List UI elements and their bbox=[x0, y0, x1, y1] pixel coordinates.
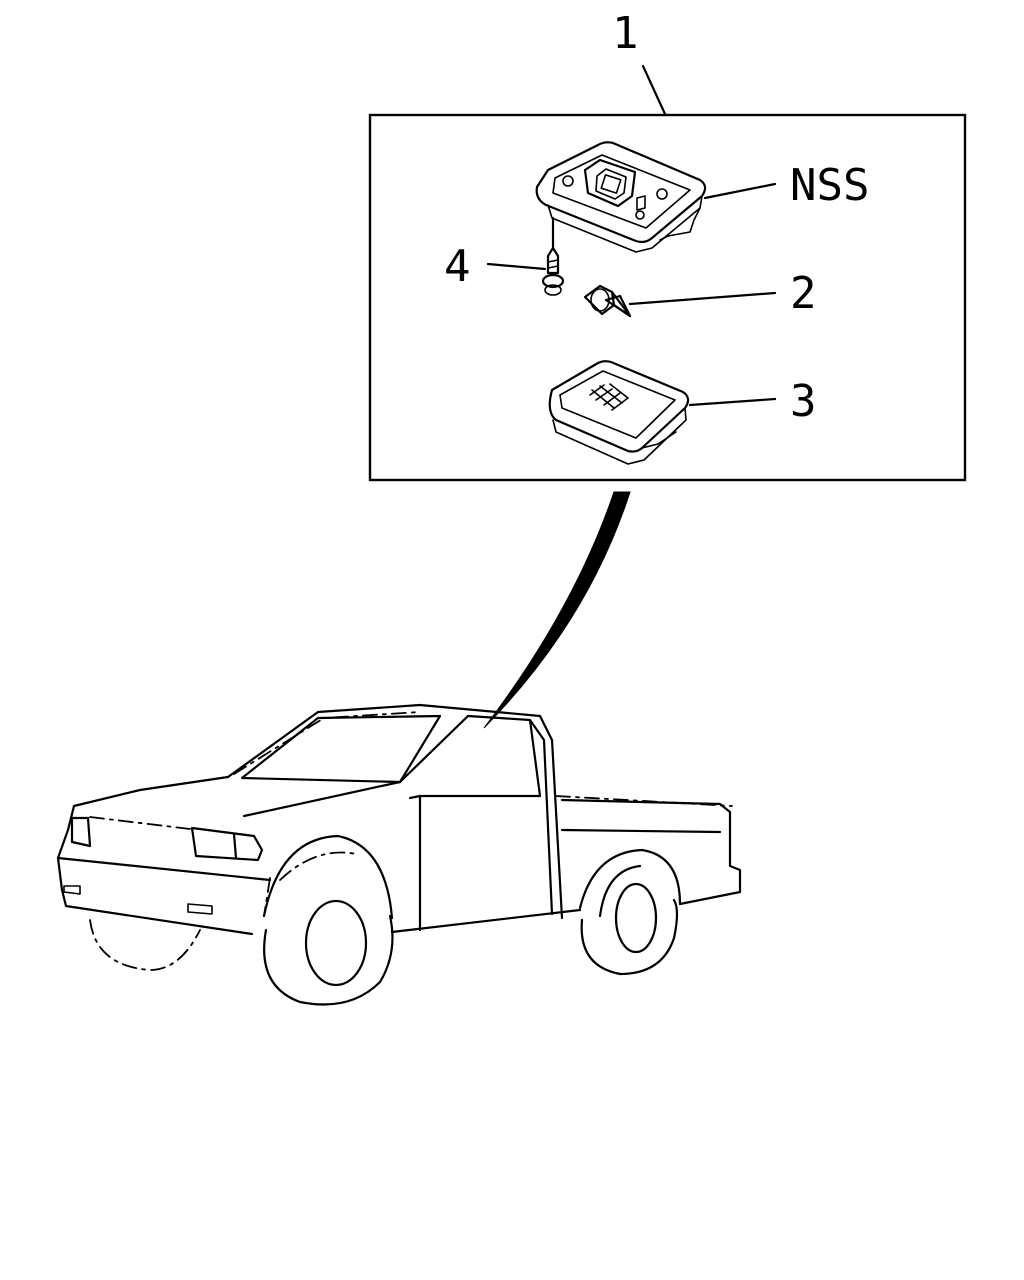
dome-lamp-housing-icon bbox=[535, 141, 707, 253]
detail-frame bbox=[368, 113, 967, 482]
pointer-wedge bbox=[483, 491, 631, 729]
tapping-screw-icon bbox=[541, 216, 565, 296]
leader-line-1 bbox=[641, 64, 667, 116]
leader-line-2 bbox=[628, 291, 777, 306]
callout-4: 4 bbox=[444, 241, 471, 292]
callout-2: 2 bbox=[790, 268, 817, 319]
callout-nss: NSS bbox=[790, 160, 869, 211]
leader-line-4 bbox=[486, 262, 547, 271]
pickup-truck-icon bbox=[56, 703, 742, 1006]
wedge-bulb-icon bbox=[583, 284, 632, 318]
dome-lamp-lens-icon bbox=[548, 360, 690, 465]
callout-3: 3 bbox=[790, 376, 817, 427]
leader-line-nss bbox=[703, 182, 777, 200]
leader-line-3 bbox=[688, 397, 777, 407]
callout-1: 1 bbox=[612, 8, 639, 59]
